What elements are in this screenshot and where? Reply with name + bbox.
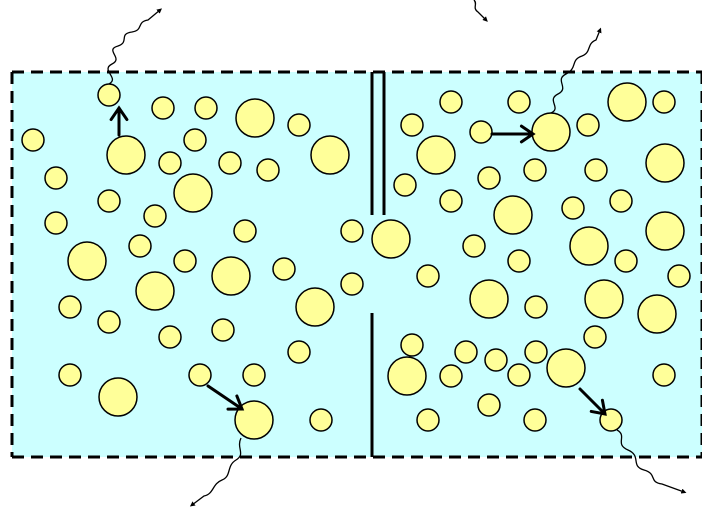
particle xyxy=(256,158,280,182)
particle xyxy=(523,408,547,432)
dashed-boundary xyxy=(10,70,702,459)
particle xyxy=(469,279,509,319)
particle xyxy=(569,226,609,266)
particle xyxy=(524,295,548,319)
particle xyxy=(507,249,531,273)
particle xyxy=(416,135,456,175)
particle xyxy=(272,257,296,281)
particle xyxy=(652,363,676,387)
particle xyxy=(97,189,121,213)
particles-group xyxy=(21,82,691,440)
particle xyxy=(531,112,571,152)
particle xyxy=(188,363,212,387)
particle xyxy=(58,363,82,387)
particle xyxy=(309,408,333,432)
particle xyxy=(583,325,607,349)
emission-arrows-group xyxy=(107,0,687,507)
wavy-emission-icon xyxy=(107,8,162,85)
particle xyxy=(158,151,182,175)
particle xyxy=(287,113,311,137)
particle xyxy=(400,113,424,137)
particle xyxy=(454,340,478,364)
particle xyxy=(234,400,274,440)
particle xyxy=(235,98,275,138)
wavy-emission-icon xyxy=(616,429,687,494)
particle xyxy=(609,189,633,213)
arrow-icon xyxy=(109,105,129,137)
arrow-icon xyxy=(490,124,536,144)
particle xyxy=(637,294,677,334)
particle xyxy=(524,340,548,364)
particle xyxy=(44,211,68,235)
particle xyxy=(439,90,463,114)
particle xyxy=(143,204,167,228)
particle xyxy=(233,219,257,243)
particle xyxy=(416,264,440,288)
particle xyxy=(98,377,138,417)
particle xyxy=(507,363,531,387)
particle xyxy=(393,173,417,197)
particle xyxy=(469,120,493,144)
particle xyxy=(652,90,676,114)
particle xyxy=(211,256,251,296)
particle xyxy=(546,348,586,388)
particle xyxy=(44,166,68,190)
particle xyxy=(607,82,647,122)
particle xyxy=(584,279,624,319)
particle xyxy=(97,310,121,334)
particle xyxy=(561,196,585,220)
particle xyxy=(439,364,463,388)
particle xyxy=(97,83,121,107)
particle xyxy=(135,271,175,311)
particle xyxy=(371,219,411,259)
particle xyxy=(128,234,152,258)
particle xyxy=(462,234,486,258)
particle xyxy=(67,241,107,281)
particle xyxy=(211,318,235,342)
particle xyxy=(218,151,242,175)
particle xyxy=(21,128,45,152)
arrow-icon xyxy=(578,387,607,416)
arrow-icon xyxy=(206,384,245,411)
particle xyxy=(287,340,311,364)
particle xyxy=(416,408,440,432)
particle xyxy=(484,348,508,372)
wavy-emission-icon xyxy=(189,437,242,507)
particle xyxy=(493,195,533,235)
particle xyxy=(340,219,364,243)
particle xyxy=(340,272,364,296)
particle xyxy=(242,363,266,387)
particle xyxy=(106,135,146,175)
particle xyxy=(151,96,175,120)
particle xyxy=(477,393,501,417)
particle xyxy=(614,249,638,273)
wavy-emission-icon xyxy=(473,0,488,22)
particle xyxy=(158,325,182,349)
particle xyxy=(507,90,531,114)
particle xyxy=(584,158,608,182)
particle xyxy=(173,173,213,213)
particle xyxy=(58,295,82,319)
particle xyxy=(400,333,424,357)
particle xyxy=(645,211,685,251)
collision-arrows-group xyxy=(109,105,607,416)
wavy-emission-icon xyxy=(550,27,602,114)
particle xyxy=(173,249,197,273)
particle xyxy=(645,143,685,183)
particle xyxy=(183,128,207,152)
particle xyxy=(295,287,335,327)
particle xyxy=(439,189,463,213)
particle xyxy=(477,166,501,190)
particle xyxy=(667,264,691,288)
particle xyxy=(310,135,350,175)
particle xyxy=(523,158,547,182)
particle xyxy=(387,356,427,396)
particle xyxy=(194,96,218,120)
particle xyxy=(576,113,600,137)
